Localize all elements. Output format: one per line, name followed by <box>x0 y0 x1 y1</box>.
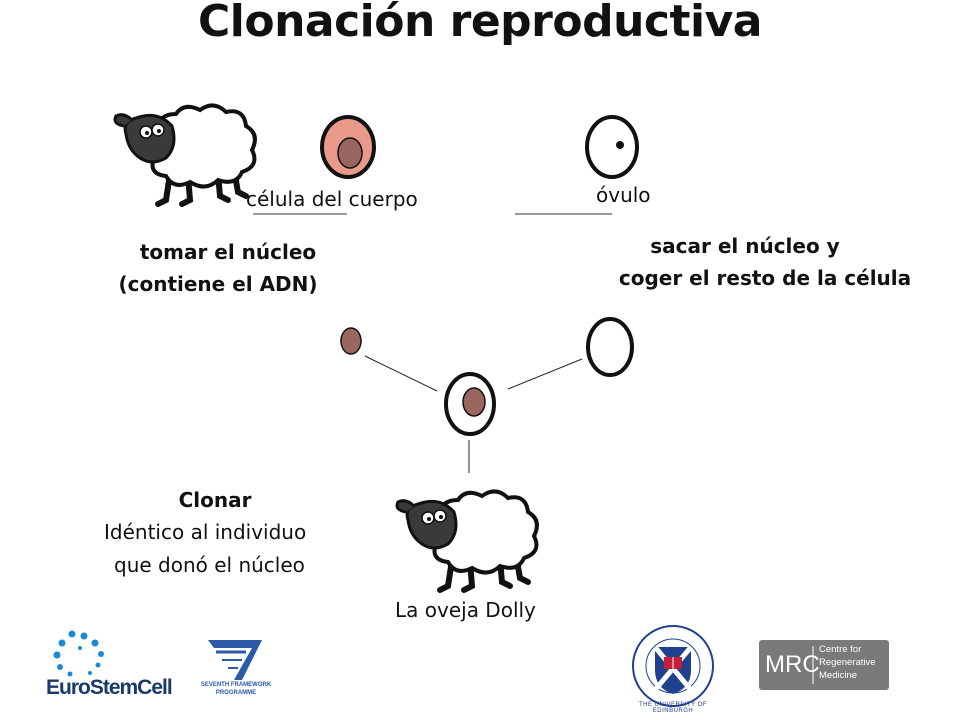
fp7-logo-text-2: PROGRAMME <box>215 690 257 696</box>
mrc-logo-text: MRC <box>765 651 820 678</box>
egg-cell-icon <box>585 115 639 179</box>
mrc-logo-icon <box>759 640 889 690</box>
clone-line-1: Idéntico al individuo <box>104 520 307 544</box>
eurostemcell-logo-text: EuroStemCell <box>46 676 173 699</box>
edinburgh-seal-icon <box>632 625 714 707</box>
dolly-label: La oveja Dolly <box>395 598 536 622</box>
enucleated-egg-icon <box>586 317 634 377</box>
page-title: Clonación reproductiva <box>197 0 763 47</box>
mrc-centre-text-3: Medicine <box>819 670 858 681</box>
eurostemcell-logo-icon <box>53 630 104 677</box>
nucleus-icon <box>340 327 362 355</box>
remove-nucleus-label-2: coger el resto de la célula <box>618 266 912 290</box>
body-cell-label: célula del cuerpo <box>246 187 418 211</box>
body-cell-icon <box>320 115 376 179</box>
mrc-centre-text-2: Regenerative <box>819 657 876 668</box>
combined-cell-icon <box>444 372 496 436</box>
clone-line-2: que donó el núcleo <box>114 553 305 577</box>
take-nucleus-label-2: (contiene el ADN) <box>118 272 318 296</box>
mrc-centre-text-1: Centre for <box>819 644 862 655</box>
take-nucleus-label-1: tomar el núcleo <box>139 240 317 264</box>
connector-line <box>364 355 438 392</box>
fp7-logo-icon <box>208 640 262 680</box>
dolly-sheep-icon <box>397 491 537 590</box>
donor-sheep-icon <box>115 105 255 204</box>
connector-line <box>507 358 583 390</box>
clone-title: Clonar <box>178 488 252 512</box>
fp7-logo-text-1: SEVENTH FRAMEWORK <box>200 682 272 688</box>
edinburgh-ring-text: THE UNIVERSITY OF EDINBURGH <box>638 702 708 714</box>
egg-label: óvulo <box>596 183 651 207</box>
remove-nucleus-label-1: sacar el núcleo y <box>650 234 840 258</box>
